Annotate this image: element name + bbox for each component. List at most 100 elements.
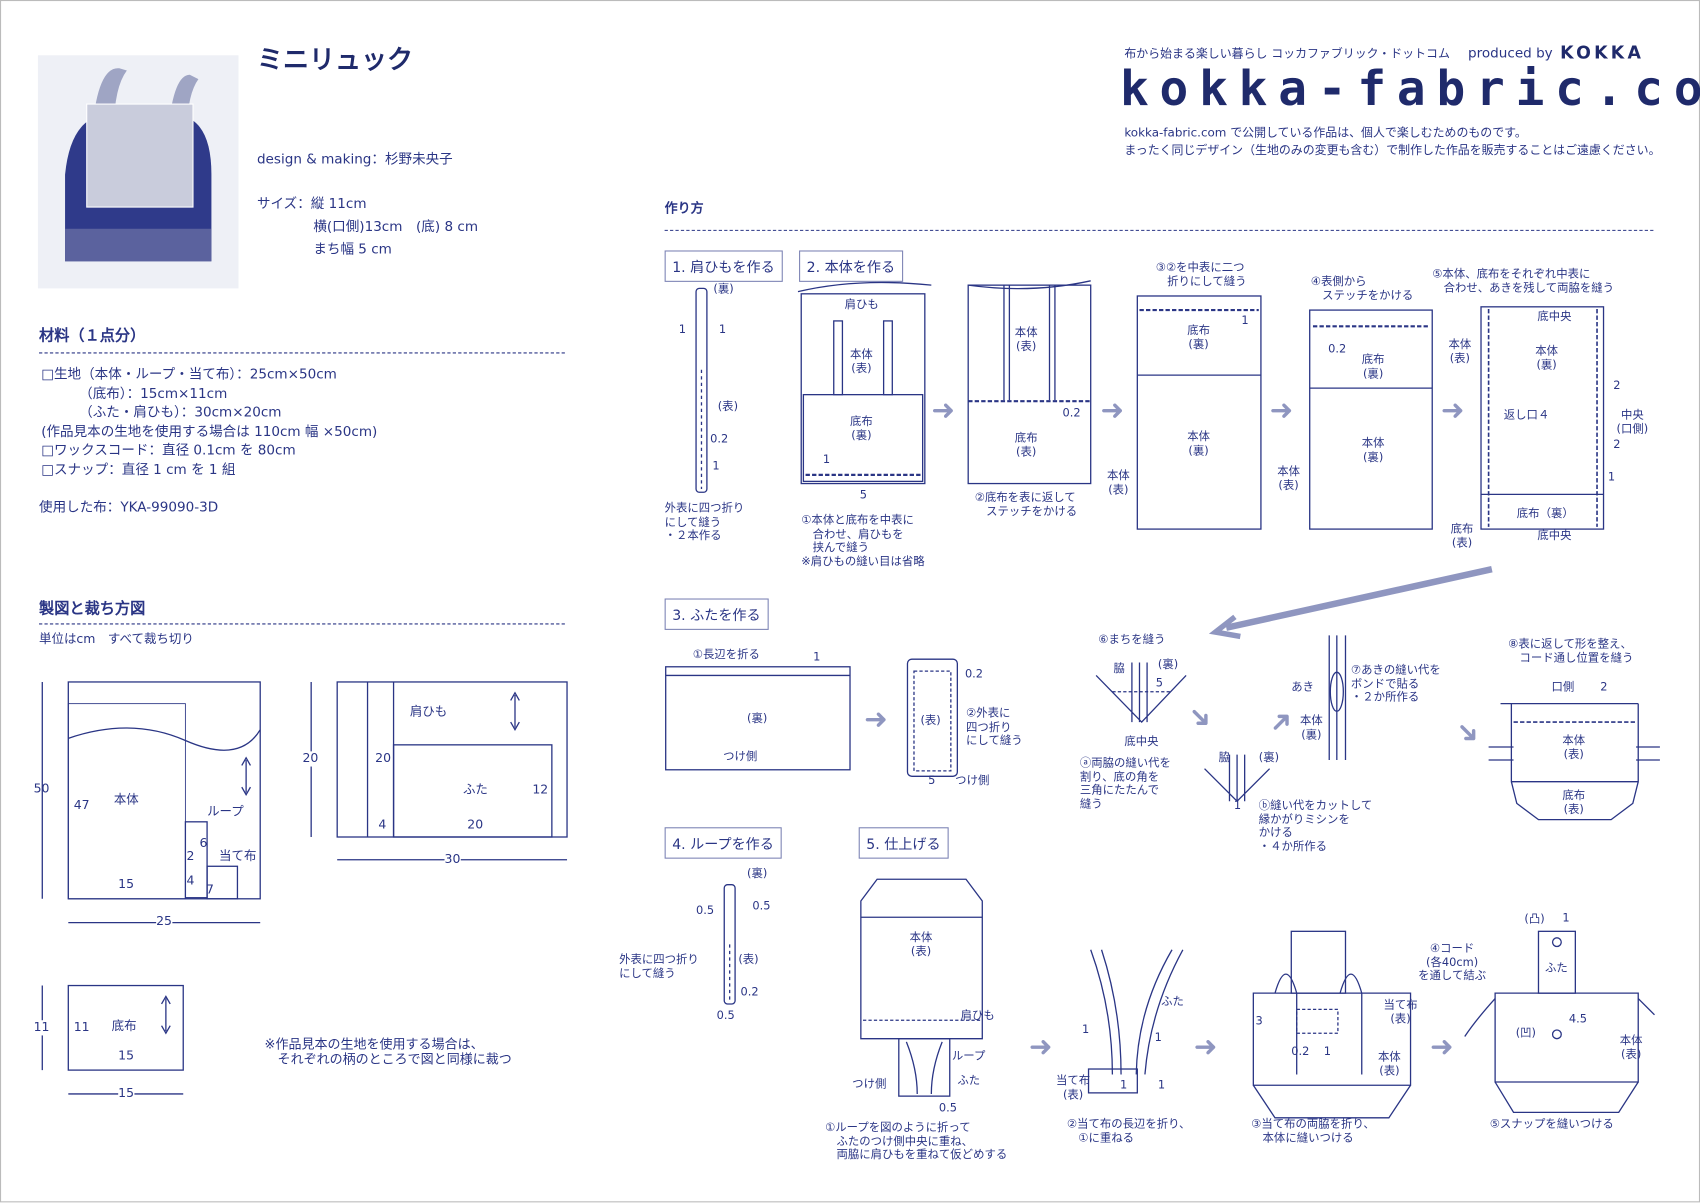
diagram-label: 本体 (表) — [1277, 465, 1300, 492]
step-caption: ①ループを図のように折って ふたのつけ側中央に重ね、 両脇に肩ひもを重ねて仮どめ… — [825, 1121, 1008, 1162]
diagram-label: 本体 (裏) — [1187, 430, 1210, 458]
diagram-label: (凹) — [1515, 1026, 1536, 1040]
step-1-label: 1. 肩ひもを作る — [664, 250, 783, 282]
diagram-label: (表) — [738, 953, 759, 967]
diagram-label: 本体 (表) — [1106, 469, 1130, 497]
material-item: □スナップ：直径 1 cm を 1 組 — [41, 460, 236, 478]
next-arrow-icon: ➜ — [1440, 394, 1465, 428]
dim-label: 11 — [33, 1019, 50, 1036]
diagram-label: 0.2 — [710, 432, 729, 446]
diagram-label: 0.5 — [752, 899, 771, 913]
dim-label: 4 — [186, 872, 195, 888]
diagram-label: 1 — [1562, 911, 1570, 925]
diagram-label: 底布 (表) — [1562, 789, 1586, 816]
step-caption: ⑧表に返して形を整え、 コード通し位置を縫う — [1508, 637, 1634, 665]
diagram-label: 本体 (裏) — [1361, 436, 1385, 464]
diagram-label: 2 — [1613, 379, 1621, 393]
diagram-label: 底布 (表) — [1450, 522, 1474, 550]
diagram-label: 返し口４ — [1503, 408, 1550, 422]
next-arrow-icon: ➜ — [1193, 1031, 1218, 1064]
tagline: 布から始まる楽しい暮らし コッカファブリック・ドットコム — [1124, 46, 1450, 61]
diagram-label: 底布 (裏) — [850, 415, 873, 442]
diagram-label: 0.2 — [1291, 1045, 1310, 1059]
notice-line-2: まったく同じデザイン（生地のみの変更も含む）で制作した作品を販売することはご遠慮… — [1124, 143, 1661, 158]
diagram-label: 3 — [1255, 1014, 1263, 1028]
diagram-label: ループ — [951, 1049, 986, 1063]
step-caption: ⑥まちを縫う — [1098, 633, 1166, 647]
diagram-label: 本体 (裏) — [1535, 344, 1558, 372]
step-caption: ②底布を表に返して ステッチをかける — [974, 491, 1078, 518]
diagram-label: 1 — [678, 323, 686, 337]
diagram-label: つけ側 — [955, 774, 990, 788]
step-2-label: 2. 本体を作る — [799, 250, 903, 282]
diagram-label: 1 — [712, 459, 720, 473]
diagram-label: 2 — [1600, 680, 1608, 694]
page-title: ミニリュック — [256, 44, 414, 75]
dim-label: 15 — [118, 1047, 135, 1063]
notice-line-1: kokka-fabric.com で公開している作品は、個人で楽しむためのもので… — [1124, 125, 1527, 140]
dim-label: 47 — [73, 796, 90, 813]
kokka-brand: KOKKA — [1560, 42, 1645, 63]
step-caption: ③当て布の両脇を折り、 本体に縫いつける — [1251, 1117, 1375, 1145]
diagram-label: ふた — [957, 1074, 981, 1088]
diagram-label: 本体 (表) — [1619, 1034, 1643, 1061]
designer: design & making：杉野未央子 — [256, 150, 453, 167]
howto-heading: 作り方 — [664, 200, 704, 216]
material-item: □生地（本体・ループ・当て布）：25cm×50cm — [41, 365, 337, 382]
diagram-label: 5 — [859, 488, 868, 502]
diagram-label: 本体 (表) — [1448, 338, 1472, 365]
diagram-label: 0.2 — [964, 667, 984, 681]
diagram-label: 口側 — [1551, 680, 1575, 694]
diagram-label: 1 — [1241, 314, 1249, 328]
piece-label: 底布 — [111, 1018, 137, 1034]
diagram-label: ふた — [1544, 961, 1568, 975]
step-4-label: 4. ループを作る — [664, 827, 782, 859]
diagram-label: 底中央 — [1124, 735, 1159, 749]
diagram-label: 4.5 — [1568, 1012, 1587, 1026]
step-caption: ①本体と底布を中表に 合わせ、肩ひもを 挟んで縫う ※肩ひもの縫い目は省略 — [801, 513, 925, 568]
diagram-label: 本体 (裏) — [1299, 714, 1323, 742]
diagram-label: 1 — [822, 453, 831, 467]
diagram-label: (裏) — [747, 712, 768, 726]
diagram-label: 本体 (表) — [1014, 326, 1038, 354]
diagram-label: あき — [1291, 680, 1315, 694]
step-3-label: 3. ふたを作る — [664, 598, 769, 630]
diagram-label: 底布（裏） — [1516, 507, 1574, 521]
step-caption: ⓑ縫い代をカットして 縁かがりミシンを かける ・４か所作る — [1258, 799, 1373, 854]
materials-heading: 材料（１点分） — [39, 327, 146, 345]
step-caption: ④表側から ステッチをかける — [1310, 275, 1414, 303]
diagram-label: 0.2 — [1062, 406, 1081, 420]
diagram-label: 底中央 — [1537, 310, 1572, 324]
next-arrow-icon: ➜ — [864, 703, 888, 737]
unit-note: 単位はcm すべて裁ち切り — [39, 631, 194, 647]
size-height: サイズ：縦 11cm — [256, 195, 367, 212]
diagram-label: 肩ひも — [960, 1009, 995, 1023]
diagram-label: 1 — [1082, 1023, 1090, 1037]
diagram-label: (裏) — [1258, 751, 1280, 765]
cutting-heading: 製図と裁ち方図 — [39, 600, 146, 618]
diagram-label: 0.5 — [938, 1101, 958, 1115]
diagram-label: 0.2 — [740, 985, 759, 999]
product-photo — [37, 55, 239, 289]
diagram-label: 脇 — [1218, 751, 1231, 765]
diagram-label: 2 — [1613, 438, 1621, 452]
diagram-label: 底布 (表) — [1014, 431, 1038, 459]
next-arrow-icon: ➜ — [1269, 394, 1294, 428]
next-arrow-icon: ➜ — [1430, 1031, 1454, 1064]
diagram-label: 肩ひも — [844, 298, 879, 312]
diagram-label: 1 — [1157, 1078, 1166, 1092]
diagram-label: 底布 (裏) — [1187, 324, 1210, 351]
diagram-label: 当て布 (表) — [1383, 998, 1418, 1026]
diagram-label: 中央 (口側) — [1616, 408, 1649, 436]
diagram-label: 1 — [1119, 1078, 1128, 1092]
diagram-label: 1 — [1323, 1045, 1332, 1059]
dim-label: 20 — [375, 750, 392, 766]
site-logo[interactable]: kokka-fabric.com — [1119, 61, 1700, 118]
step-caption: ⑤スナップを縫いつける — [1489, 1117, 1614, 1131]
diagram-label: 本体 (表) — [1562, 734, 1586, 761]
piece-label: ふた — [462, 781, 488, 797]
piece-label: 肩ひも — [409, 703, 448, 719]
diagram-label: 0.5 — [696, 904, 715, 918]
step-5-label: 5. 仕上げる — [858, 827, 949, 859]
